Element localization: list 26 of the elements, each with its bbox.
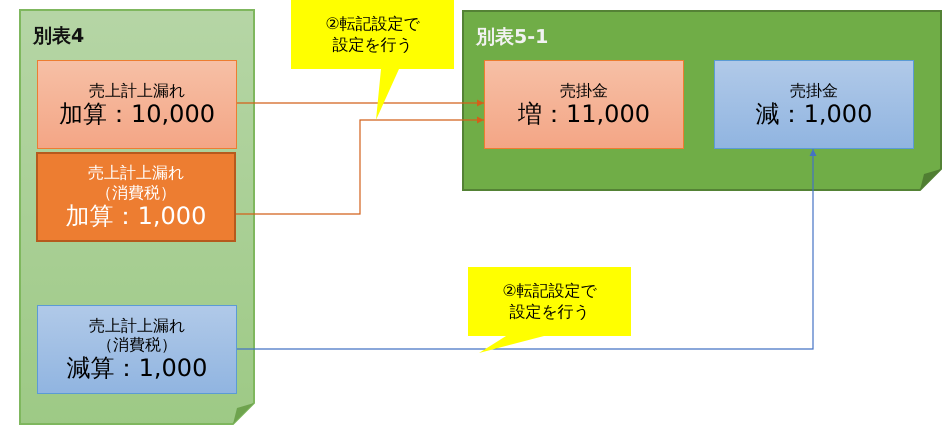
item-label: （消費税） [96, 182, 176, 202]
item-label: （消費税） [97, 335, 177, 354]
arrow [237, 100, 484, 106]
item-label: 売上計上漏れ [88, 163, 184, 183]
callout-text: ②転記設定で設定を行う [324, 14, 421, 56]
callout-bubble [468, 267, 631, 354]
panel-title: 別表5-1 [476, 25, 548, 50]
panel-title: 別表4 [33, 24, 84, 49]
callout-text: ②転記設定で設定を行う [501, 280, 598, 322]
amount-text: 減算：1,000 [66, 354, 208, 384]
amount-text: 加算：10,000 [59, 100, 215, 128]
amount-text: 加算：1,000 [66, 202, 206, 231]
account-box [37, 305, 237, 394]
account-box [36, 152, 236, 242]
account-box [37, 60, 237, 149]
item-label: 売上計上漏れ [89, 80, 185, 100]
arrow [237, 149, 816, 350]
arrow [236, 116, 484, 215]
item-label: 売掛金 [560, 80, 608, 100]
account-box [714, 60, 914, 149]
callout-bubble [291, 0, 454, 121]
amount-text: 増：11,000 [518, 100, 650, 128]
item-label: 売掛金 [790, 80, 838, 100]
amount-text: 減：1,000 [756, 100, 872, 128]
account-box [484, 60, 684, 149]
item-label: 売上計上漏れ [89, 316, 185, 336]
